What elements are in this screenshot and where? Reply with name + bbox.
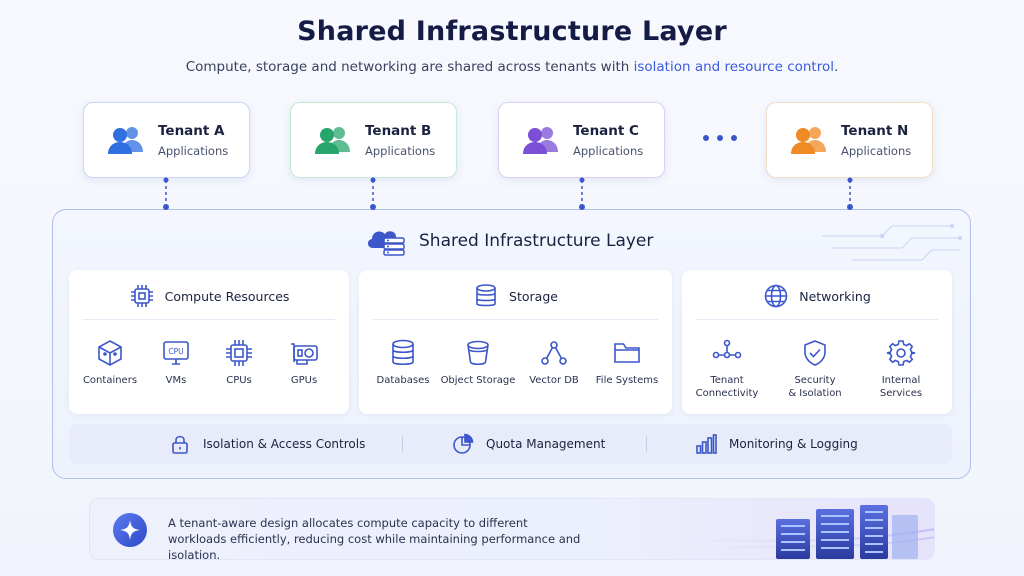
item-label: VMs: [165, 375, 187, 386]
storage-title: Storage: [509, 288, 558, 304]
bar-item-isolation[interactable]: Isolation & Access Controls: [169, 424, 365, 464]
network-item-tenant-connectivity[interactable]: Tenant Connectivity: [682, 338, 772, 400]
panel-divider: [373, 319, 658, 320]
page-title: Shared Infrastructure Layer: [297, 16, 727, 47]
tenant-sub: Applications: [365, 143, 436, 158]
bar-label: Quota Management: [486, 437, 606, 451]
bar-separator: [402, 436, 403, 452]
subtitle-highlight: isolation and resource control: [633, 59, 834, 75]
footer-banner: A tenant-aware design allocates compute …: [89, 498, 935, 560]
chip-icon: [130, 285, 153, 307]
shield-check-icon: [804, 340, 826, 366]
vm-cpu-text: CPU: [168, 347, 183, 356]
bar-label: Isolation & Access Controls: [203, 437, 366, 451]
compute-item-vms[interactable]: CPU VMs: [131, 338, 221, 387]
item-label: Object Storage: [440, 375, 516, 386]
tenant-sub: Applications: [158, 143, 229, 158]
tenant-name: Tenant C: [573, 122, 639, 139]
item-label: Databases: [376, 375, 430, 386]
infrastructure-title-text: Shared Infrastructure Layer: [419, 231, 654, 251]
users-icon: [108, 127, 143, 154]
compute-item-containers[interactable]: Containers: [65, 338, 155, 387]
compute-title: Compute Resources: [164, 288, 290, 304]
networking-header: Networking: [682, 282, 952, 310]
storage-item-object-storage[interactable]: Object Storage: [433, 338, 523, 387]
storage-item-vector-db[interactable]: Vector DB: [509, 338, 599, 387]
item-label: Security & Isolation: [788, 375, 842, 399]
server-rack-illustration: [680, 505, 934, 559]
tenant-name: Tenant A: [158, 122, 225, 139]
item-label: Vector DB: [529, 375, 579, 386]
container-cube-icon: [98, 340, 122, 366]
bucket-icon: [467, 340, 489, 366]
tenant-name: Tenant B: [365, 122, 432, 139]
tenant-card-n[interactable]: Tenant N Applications: [766, 102, 933, 178]
circuit-decoration: [822, 224, 962, 261]
bar-item-quota[interactable]: Quota Management: [452, 424, 605, 464]
globe-icon: [764, 284, 788, 308]
tenant-card-c[interactable]: Tenant C Applications: [498, 102, 665, 178]
folder-icon: [614, 343, 640, 363]
item-label: CPUs: [226, 375, 252, 386]
database-icon: [392, 339, 414, 366]
panel-divider: [83, 319, 335, 320]
pie-chart-icon: [453, 433, 474, 454]
bar-separator: [646, 436, 647, 452]
storage-item-file-systems[interactable]: File Systems: [582, 338, 672, 387]
bar-item-monitoring[interactable]: Monitoring & Logging: [695, 424, 858, 464]
infrastructure-title: Shared Infrastructure Layer: [365, 226, 653, 256]
item-label: Containers: [82, 375, 138, 386]
users-icon: [523, 127, 558, 154]
item-label: GPUs: [290, 375, 318, 386]
compute-item-gpus[interactable]: GPUs: [259, 338, 349, 387]
network-item-security-isolation[interactable]: Security & Isolation: [770, 338, 860, 400]
network-item-internal-services[interactable]: Internal Services: [856, 338, 946, 400]
compute-header: Compute Resources: [69, 282, 349, 310]
footer-text: A tenant-aware design allocates compute …: [168, 516, 581, 560]
bar-chart-icon: [696, 434, 717, 454]
cloud-server-icon: [367, 231, 405, 256]
controls-bar: Isolation & Access Controls Quota Manage…: [69, 424, 952, 464]
database-icon: [476, 284, 496, 307]
storage-header: Storage: [359, 282, 672, 310]
item-label: Tenant Connectivity: [695, 375, 759, 399]
compute-item-cpus[interactable]: CPUs: [194, 338, 284, 387]
compute-panel: Compute Resources Containers CPU VMs CPU…: [69, 270, 349, 414]
storage-panel: Storage Databases Object Storage Vector …: [359, 270, 672, 414]
storage-item-databases[interactable]: Databases: [358, 338, 448, 387]
networking-title: Networking: [799, 288, 871, 304]
tenant-sub: Applications: [841, 143, 912, 158]
tenant-card-b[interactable]: Tenant B Applications: [290, 102, 457, 178]
panel-divider: [696, 319, 938, 320]
users-icon: [791, 127, 826, 154]
subtitle-end: .: [834, 59, 839, 75]
gear-icon: [886, 340, 916, 366]
subtitle-text: Compute, storage and networking are shar…: [185, 59, 634, 75]
ellipsis-icon: [703, 135, 737, 141]
users-icon: [315, 127, 350, 154]
tenant-name: Tenant N: [841, 122, 909, 139]
sparkle-icon: [113, 513, 147, 547]
gpu-card-icon: [291, 343, 318, 365]
tenant-sub: Applications: [573, 143, 644, 158]
page-subtitle: Compute, storage and networking are shar…: [0, 59, 1024, 75]
cpu-icon: [226, 340, 252, 366]
item-label: Internal Services: [879, 375, 923, 399]
networking-panel: Networking Tenant Connectivity Security …: [682, 270, 952, 414]
graph-nodes-icon: [541, 341, 567, 365]
item-label: File Systems: [595, 375, 659, 386]
network-topology-icon: [712, 339, 742, 359]
monitor-icon: CPU: [163, 341, 189, 365]
bar-label: Monitoring & Logging: [729, 437, 858, 451]
tenant-card-a[interactable]: Tenant A Applications: [83, 102, 250, 178]
lock-icon: [172, 435, 188, 454]
